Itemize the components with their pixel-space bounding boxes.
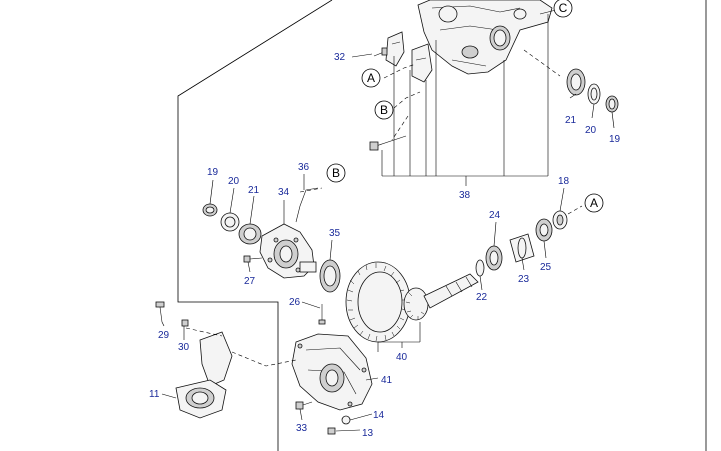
bolt-26 <box>318 304 326 325</box>
label-11: 11 <box>149 389 160 400</box>
label-23: 23 <box>518 274 530 285</box>
label-30: 30 <box>178 342 190 353</box>
bearing-21-left <box>238 223 262 245</box>
label-27: 27 <box>244 276 256 287</box>
washer-30 <box>181 319 189 327</box>
label-20-left: 20 <box>228 176 240 187</box>
label-20-top: 20 <box>585 125 597 136</box>
label-25: 25 <box>540 262 552 273</box>
label-22: 22 <box>476 292 488 303</box>
alignment-lines-top <box>383 9 561 141</box>
label-36: 36 <box>298 162 310 173</box>
label-24: 24 <box>489 210 501 221</box>
shim-20-top <box>587 83 601 105</box>
wire-36 <box>295 187 323 223</box>
callout-a-right: A <box>584 193 604 213</box>
collapsible-spacer-23 <box>509 233 535 263</box>
plug-13 <box>327 427 336 435</box>
bolt-27 <box>243 255 263 263</box>
svg-text:A: A <box>367 71 375 85</box>
bolt-32 <box>373 47 388 57</box>
bearing-cap-upper <box>385 31 405 67</box>
shim-20-left <box>220 212 240 232</box>
label-32: 32 <box>334 52 346 63</box>
bearing-cap-lower <box>411 43 433 83</box>
bearing-24 <box>485 245 503 271</box>
part-number-labels: 32 21 20 19 38 19 20 21 36 34 35 27 18 2… <box>149 52 621 439</box>
ring-gear-40 <box>345 261 411 343</box>
label-34: 34 <box>278 187 290 198</box>
svg-text:A: A <box>590 196 598 210</box>
washer-14 <box>341 415 351 425</box>
pinion-gear-40 <box>403 273 479 321</box>
differential-case-34 <box>259 223 317 279</box>
label-21-left: 21 <box>248 185 260 196</box>
seal-18 <box>552 210 568 230</box>
callout-b-mid: B <box>326 163 346 183</box>
seal-19-left <box>202 203 218 217</box>
svg-text:C: C <box>559 1 568 15</box>
spacer-22 <box>475 259 485 277</box>
leader-lines <box>161 53 615 432</box>
svg-text:B: B <box>380 103 388 117</box>
label-19-top: 19 <box>609 134 621 145</box>
bracket-40 <box>377 322 421 352</box>
label-29: 29 <box>158 330 170 341</box>
rear-cover-41 <box>291 333 373 411</box>
seal-19-top <box>605 95 619 113</box>
label-26: 26 <box>289 297 301 308</box>
label-21-top: 21 <box>565 115 577 126</box>
label-38: 38 <box>459 190 471 201</box>
mount-bracket-11 <box>175 331 233 419</box>
callout-b-top: B <box>374 100 394 120</box>
label-13: 13 <box>362 428 374 439</box>
label-33: 33 <box>296 423 308 434</box>
label-19-left: 19 <box>207 167 219 178</box>
carrier-housing <box>417 0 553 75</box>
svg-text:B: B <box>332 166 340 180</box>
alignment-line-bracket <box>185 327 297 367</box>
bearing-25 <box>535 218 553 242</box>
bearing-35 <box>319 259 341 293</box>
alignment-line-a <box>567 205 583 215</box>
label-14: 14 <box>373 410 385 421</box>
bracket-38 <box>381 14 549 186</box>
bolt-29 <box>155 301 165 323</box>
label-18: 18 <box>558 176 570 187</box>
bolt-33 <box>295 401 313 410</box>
label-40: 40 <box>396 352 408 363</box>
bolt-left <box>369 135 407 151</box>
callout-a-top: A <box>361 68 381 88</box>
diagram-frame <box>177 0 707 451</box>
label-35: 35 <box>329 228 341 239</box>
callout-c-top: C <box>553 0 573 18</box>
bearing-21-top <box>566 68 586 96</box>
label-41: 41 <box>381 375 393 386</box>
